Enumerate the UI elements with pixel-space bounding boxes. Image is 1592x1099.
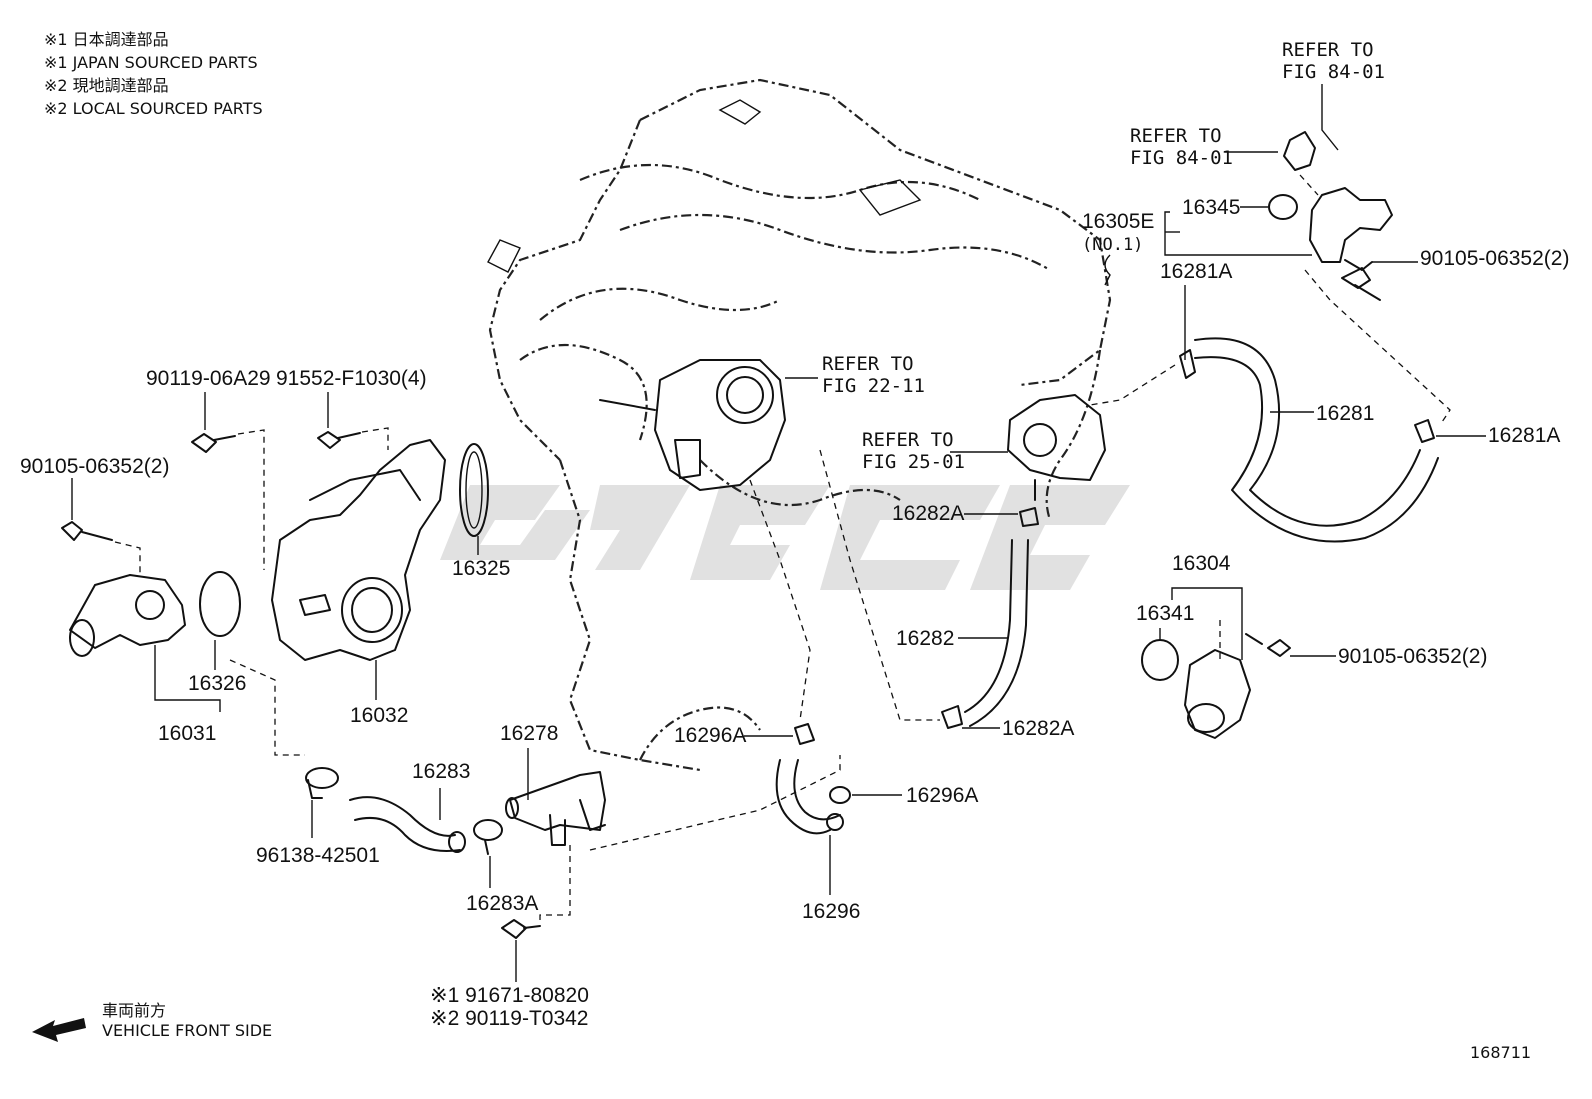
part-label-16296: 16296 [802,900,860,923]
direction-label-en: VEHICLE FRONT SIDE [102,1021,272,1040]
bolt-icon [317,431,361,449]
part-label-16278: 16278 [500,722,558,745]
part-label-16296A-right: 16296A [906,784,978,807]
lower-hoses: 96138-42501 16283 16283A 16278 16296A [229,479,978,925]
part-label-16283A: 16283A [466,892,538,915]
bypass-fitting [1007,394,1106,501]
refer-label: REFER TO [1130,125,1222,147]
part-label-16341: 16341 [1136,602,1194,625]
bolt-icon [501,919,541,939]
part-label-91671: ※1 91671-80820 [430,984,589,1007]
part-label-91552: 91552-F1030(4) [276,367,427,390]
refer-label: REFER TO [822,353,914,375]
part-label-16325: 16325 [452,557,510,580]
part-label-16281: 16281 [1316,402,1374,425]
part-label-16281A-right: 16281A [1488,424,1560,447]
part-label-90105-right: 90105-06352(2) [1338,645,1487,668]
part-label-16305E: 16305E [1082,210,1154,233]
notes-block: ※1 日本調達部品 ※1 JAPAN SOURCED PARTS ※2 現地調達… [44,30,263,118]
bolt-icon [1341,267,1381,301]
engine-outline [487,78,1112,772]
clamp-16296A-top [794,723,815,745]
note-en-1: ※1 JAPAN SOURCED PARTS [44,53,258,72]
direction-label-jp: 車両前方 [102,1001,166,1020]
part-label-16345: 16345 [1182,196,1240,219]
figure-id: 168711 [1470,1043,1531,1062]
refer-label: FIG 25-01 [862,451,965,473]
refer-label: FIG 84-01 [1130,147,1233,169]
clamp-96138 [305,767,339,799]
part-label-90119-T0342: ※2 90119-T0342 [430,1007,588,1030]
part-label-96138: 96138-42501 [256,844,380,867]
refer-label: REFER TO [1282,39,1374,61]
part-label-16283: 16283 [412,760,470,783]
watermark-logo [440,485,1130,590]
water-outlet-lower: 16304 16341 90105-06352(2) [1136,552,1487,739]
part-label-16281A-top: 16281A [1160,260,1232,283]
water-outlet-upper: 16345 16305E (NO.1) 90105-06352(2) 16281… [1082,131,1569,426]
part-label-90105-top: 90105-06352(2) [1420,247,1569,270]
note-jp-2: ※2 現地調達部品 [44,76,169,95]
hose-16281: 16281 16281A [1089,337,1560,543]
note-jp-1: ※1 日本調達部品 [44,30,169,49]
bolt-icon [191,433,236,453]
part-label-16031: 16031 [158,722,216,745]
part-label-16296A-top: 16296A [674,724,746,747]
front-direction-arrow-icon [32,1018,86,1042]
bolt-icon [1245,633,1291,657]
throttle-body [599,359,786,491]
part-label-16282A-bot: 16282A [1002,717,1074,740]
bolt-91671: ※1 91671-80820 ※2 90119-T0342 [430,919,589,1030]
part-label-16282A-top: 16282A [892,502,964,525]
refer-label: FIG 84-01 [1282,61,1385,83]
thermostat-housing: 90105-06352(2) 16326 16031 [20,455,246,745]
refer-label: REFER TO [862,429,954,451]
hose-16282: 16282A 16282 16282A [819,449,1074,740]
water-inlet-housing: 90119-06A29 91552-F1030(4) 16325 16032 [146,367,510,727]
part-label-90105-left: 90105-06352(2) [20,455,169,478]
bolt-icon [61,521,113,541]
note-en-2: ※2 LOCAL SOURCED PARTS [44,99,263,118]
part-label-16326: 16326 [188,672,246,695]
vehicle-front-indicator: 車両前方 VEHICLE FRONT SIDE [32,1001,272,1042]
refer-label: FIG 22-11 [822,375,925,397]
clamp-16283A [473,819,503,855]
part-label-16304: 16304 [1172,552,1231,575]
clamp-16296A-right [829,786,851,804]
part-label-16032: 16032 [350,704,408,727]
part-label-16282: 16282 [896,627,954,650]
part-label-90119-06A29: 90119-06A29 [146,367,271,390]
refer-labels: REFER TO FIG 84-01 REFER TO FIG 84-01 RE… [785,39,1385,473]
part-label-16305E-sub: (NO.1) [1082,235,1143,255]
